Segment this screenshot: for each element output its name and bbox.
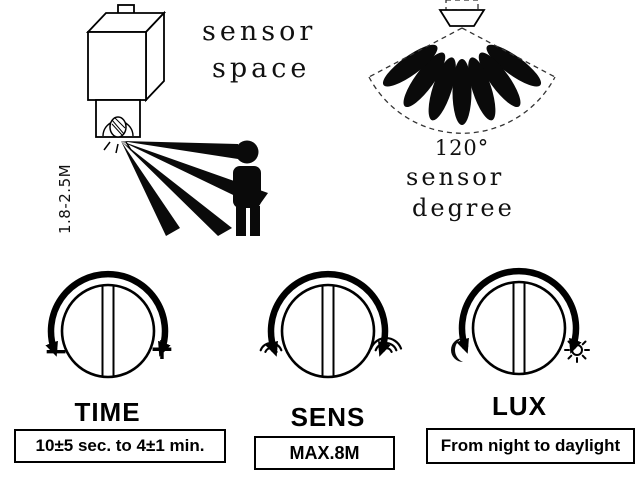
lens-hatching	[111, 117, 126, 136]
detection-beams	[121, 141, 268, 236]
sens-dial	[259, 270, 403, 379]
sensor-degree-caption-line1: sensor	[406, 163, 505, 191]
lux-label: LUX	[492, 391, 547, 421]
knob-slot	[512, 282, 526, 374]
detection-fan	[382, 44, 542, 125]
wall-sensor-figure: 1.8-2.5M	[56, 4, 268, 236]
plus-icon: +	[149, 332, 174, 367]
sensor-degree-caption-line2: degree	[412, 194, 515, 222]
knob-slot	[101, 285, 115, 377]
sun-icon	[564, 337, 590, 363]
lux-knob	[471, 280, 567, 376]
ceiling-mount-outline	[445, 0, 479, 11]
knob-slot	[321, 285, 335, 377]
time-label: TIME	[74, 397, 141, 427]
rotation-arrow	[265, 270, 391, 357]
sens-range-box: MAX.8M	[254, 436, 395, 470]
low-sensitivity-waves-icon	[259, 341, 283, 353]
time-range-box: 10±5 sec. to 4±1 min.	[14, 429, 226, 463]
person-figure	[233, 140, 261, 236]
mounting-height-label: 1.8-2.5M	[56, 164, 74, 234]
lux-range-box: From night to daylight	[426, 428, 635, 464]
sensor-space-caption: sensor space	[202, 13, 316, 87]
high-sensitivity-waves-icon	[369, 336, 403, 353]
ceiling-sensor-figure: 120°	[368, 0, 556, 160]
angle-label: 120°	[435, 136, 490, 160]
rotation-arrow	[45, 270, 171, 357]
sensor-degree-caption: sensor degree	[406, 162, 515, 224]
moon-icon	[451, 338, 463, 362]
rotation-arrow	[456, 267, 582, 354]
sensor-space-caption-line2: space	[212, 53, 311, 84]
lux-dial	[451, 267, 590, 376]
time-dial: − +	[43, 270, 175, 379]
sens-label: SENS	[290, 402, 366, 432]
minus-icon: −	[43, 334, 68, 369]
sensor-box-front-face	[87, 31, 147, 101]
ceiling-sensor-body	[438, 9, 486, 27]
time-knob	[60, 283, 156, 379]
sensor-space-caption-line1: sensor	[202, 16, 317, 47]
sens-knob	[280, 283, 376, 379]
